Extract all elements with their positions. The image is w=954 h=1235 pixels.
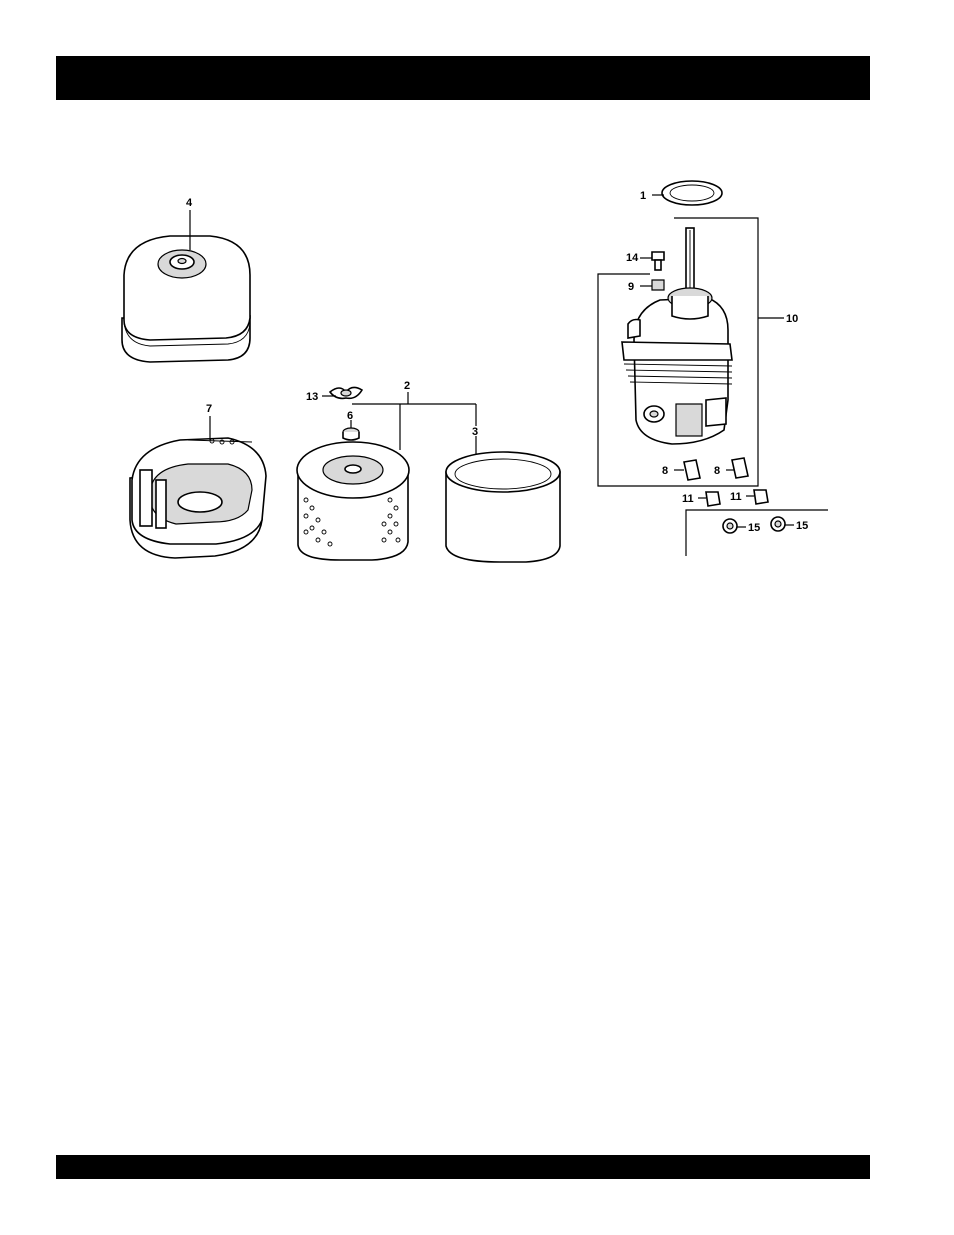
callout-15-b: 15 [796,520,808,532]
callout-8-a: 8 [662,465,668,477]
callout-4: 4 [186,197,193,209]
callout-8-b: 8 [714,465,720,477]
callout-1: 1 [640,190,646,202]
callout-2: 2 [404,380,410,392]
air-cleaner-case-icon [130,438,266,558]
callout-9: 9 [628,281,634,293]
paper-element-icon [297,442,409,560]
callout-11-b: 11 [730,491,742,503]
gasket-icon [662,181,722,205]
air-cleaner-elbow-icon [622,228,732,444]
footer-bar [56,1155,870,1179]
callout-13: 13 [306,391,318,403]
callout-10: 10 [786,313,798,325]
bolt-icon [652,252,664,270]
callout-7: 7 [206,403,212,415]
grommet-icon [343,428,359,440]
wing-nut-icon [330,387,362,398]
callout-14: 14 [626,252,639,264]
air-cleaner-cover-icon [122,236,250,362]
foam-element-icon [446,452,560,562]
callout-15-a: 15 [748,522,760,534]
callout-3: 3 [472,426,478,438]
callout-6: 6 [347,410,353,422]
collar-icon [652,280,664,290]
callout-11-a: 11 [682,493,694,505]
